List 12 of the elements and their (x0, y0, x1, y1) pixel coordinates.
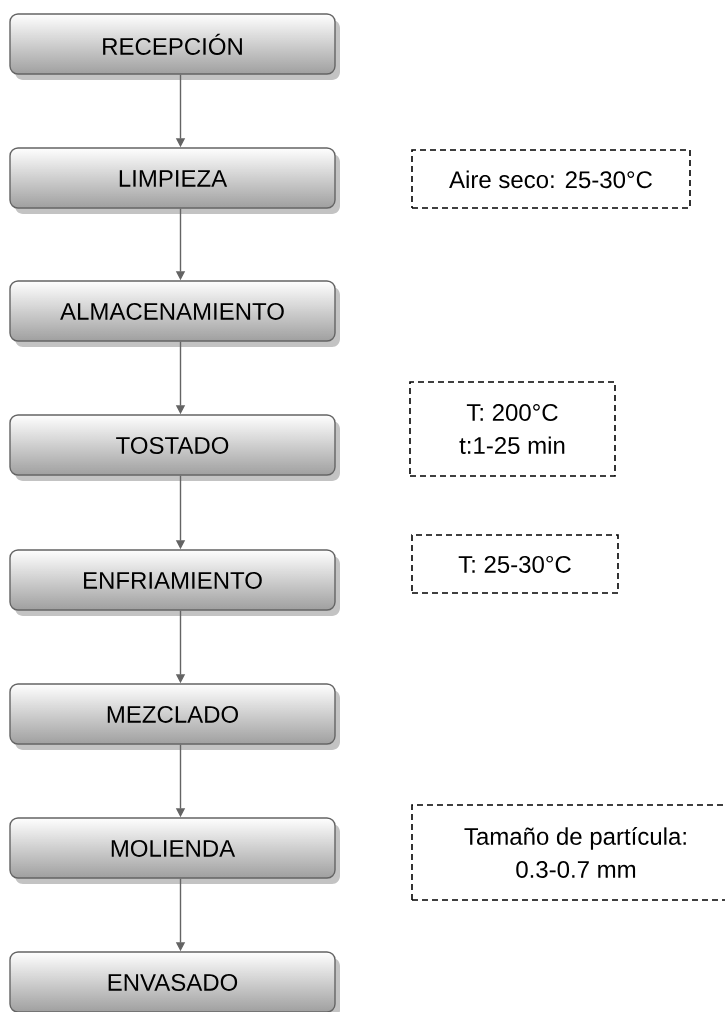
note-box: Tamaño de partícula: 0.3-0.7 mm (411, 804, 725, 901)
process-box: TOSTADO (9, 414, 340, 481)
process-box: MEZCLADO (9, 683, 340, 750)
note-box: T: 200°C t:1-25 min (409, 381, 616, 477)
process-box: ALMACENAMIENTO (9, 280, 340, 347)
process-box: ENFRIAMIENTO (9, 549, 340, 616)
process-box: MOLIENDA (9, 817, 340, 884)
note-box: Aire seco: 25-30°C (411, 149, 691, 209)
process-box: RECEPCIÓN (9, 13, 340, 80)
process-box: LIMPIEZA (9, 147, 340, 214)
process-box: ENVASADO (9, 951, 340, 1012)
note-box: T: 25-30°C (411, 534, 619, 594)
